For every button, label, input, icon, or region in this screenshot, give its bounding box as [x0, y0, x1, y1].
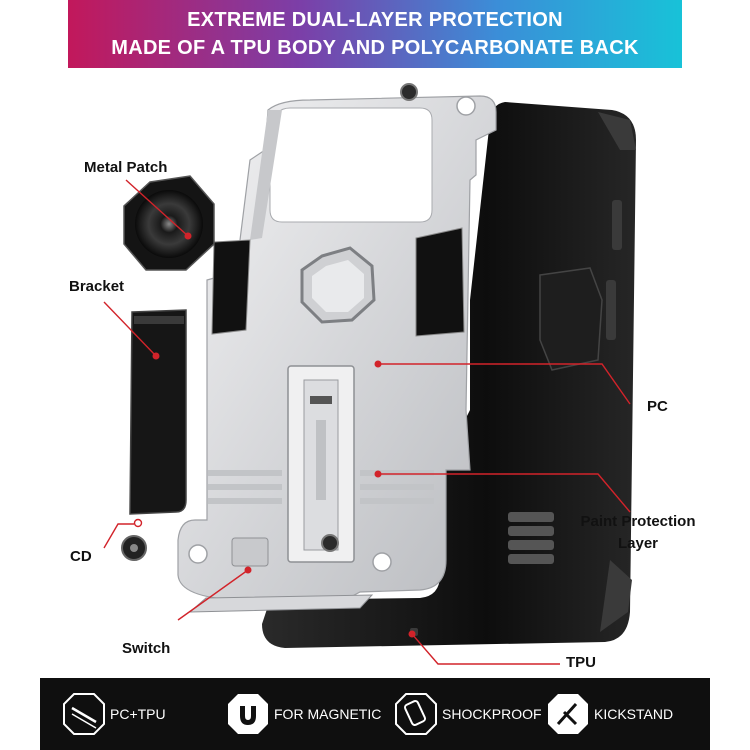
banner-title-line-2: MADE OF A TPU BODY AND POLYCARBONATE BAC… [111, 37, 639, 59]
callout-lines [103, 179, 631, 665]
feature-label-magnetic: FOR MAGNETIC [274, 706, 382, 722]
label-tpu: TPU [566, 654, 596, 671]
cd-part [121, 535, 147, 561]
label-metal-patch: Metal Patch [84, 159, 168, 176]
bracket-part [129, 309, 187, 515]
label-paint-protection-line-1: Paint Protection [580, 513, 696, 530]
exploded-case-illustration [103, 83, 636, 665]
feature-kickstand: KICKSTAND [546, 692, 673, 736]
feature-bar: PC+TPU FOR MAGNETIC SHOCKPROOF KICKSTAND [40, 678, 710, 750]
feature-shockproof: SHOCKPROOF [394, 692, 542, 736]
magnet-icon [228, 694, 268, 734]
feature-magnetic: FOR MAGNETIC [226, 692, 381, 736]
feature-label-kickstand: KICKSTAND [594, 706, 674, 722]
tpu-case [262, 102, 636, 648]
label-switch: Switch [122, 640, 171, 657]
layers-icon [63, 693, 105, 735]
banner-title-line-1: EXTREME DUAL-LAYER PROTECTION [187, 9, 563, 31]
header-banner: EXTREME DUAL-LAYER PROTECTION MADE OF A … [68, 0, 682, 68]
label-paint-protection: Paint Protection Layer [573, 511, 703, 555]
label-pc: PC [647, 398, 668, 415]
shield-phone-icon [395, 693, 437, 735]
kickstand-icon [548, 694, 588, 734]
feature-pc-tpu: PC+TPU [62, 692, 166, 736]
label-paint-protection-line-2: Layer [617, 535, 659, 552]
metal-patch-part [123, 175, 215, 271]
feature-label-pc-tpu: PC+TPU [110, 706, 166, 722]
feature-label-shockproof: SHOCKPROOF [442, 706, 542, 722]
callout-dots [152, 232, 416, 638]
label-bracket: Bracket [69, 278, 125, 295]
label-cd: CD [70, 548, 92, 565]
